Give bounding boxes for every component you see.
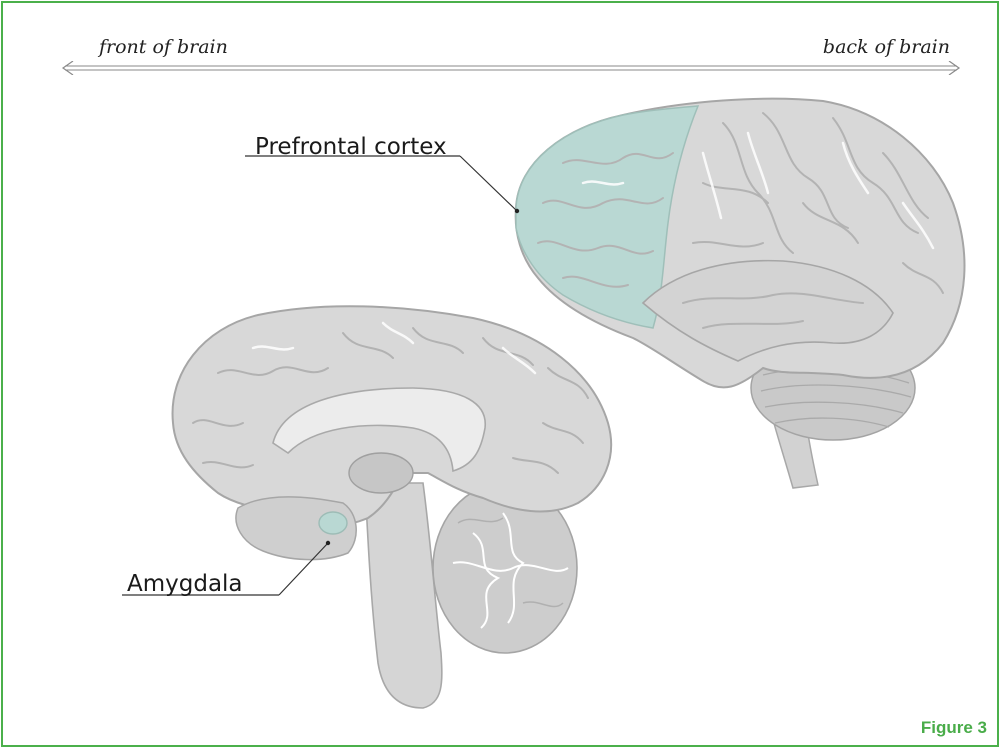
prefrontal-cortex-label: Prefrontal cortex [255, 134, 447, 160]
amygdala-region [319, 512, 347, 534]
brain-illustrations [3, 3, 999, 747]
prefrontal-leader-line [245, 156, 519, 213]
amygdala-label: Amygdala [127, 571, 243, 597]
figure-number: Figure 3 [921, 718, 987, 738]
sagittal-brain-illustration [173, 306, 612, 708]
